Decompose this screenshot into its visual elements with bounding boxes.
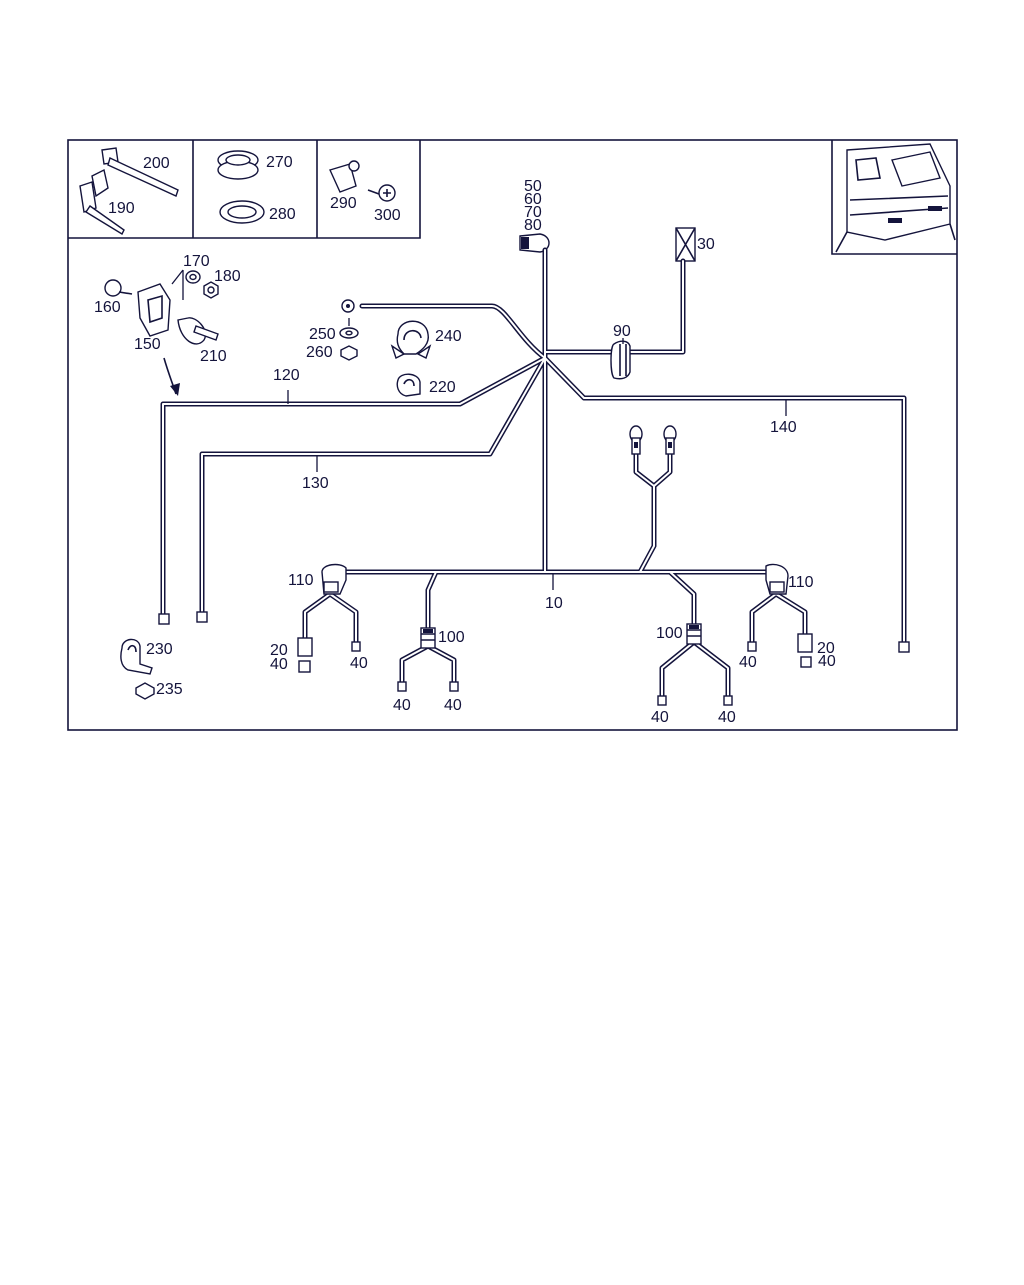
label-40-l2: 40	[444, 697, 462, 714]
label-40-r1: 40	[651, 709, 669, 726]
bulb-terminal-icon	[629, 425, 643, 455]
cable-strap-icon	[177, 317, 219, 345]
label-160: 160	[94, 299, 121, 316]
nut-icon	[340, 345, 358, 361]
label-40-left-a: 40	[270, 656, 288, 673]
label-20-right: 20	[817, 640, 835, 657]
label-50: 50	[524, 178, 542, 195]
label-250: 250	[309, 326, 336, 343]
washer-icon	[185, 270, 201, 284]
label-90: 90	[613, 323, 631, 340]
label-130: 130	[302, 475, 329, 492]
connector-icon	[686, 623, 702, 645]
label-80: 80	[524, 217, 542, 234]
connector-icon	[420, 627, 436, 649]
label-190: 190	[108, 200, 135, 217]
label-40-right-a: 40	[739, 654, 757, 671]
leader-lines	[171, 269, 787, 590]
label-140: 140	[770, 419, 797, 436]
clip-icon	[329, 160, 360, 193]
label-290: 290	[330, 195, 357, 212]
terminal-ends	[158, 611, 910, 706]
switch-icon	[675, 227, 696, 262]
hose-clamp-icon	[390, 320, 432, 359]
washer-icon	[339, 327, 359, 339]
label-120: 120	[273, 367, 300, 384]
bracket-icon	[120, 638, 153, 675]
screw-icon	[104, 279, 133, 297]
label-210: 210	[200, 348, 227, 365]
wire-harness	[160, 247, 907, 703]
holder-icon	[137, 283, 171, 337]
label-70: 70	[524, 204, 542, 221]
label-40-l1: 40	[393, 697, 411, 714]
label-60: 60	[524, 191, 542, 208]
grommet-icon	[217, 150, 259, 180]
label-150: 150	[134, 336, 161, 353]
label-280: 280	[269, 206, 296, 223]
label-240: 240	[435, 328, 462, 345]
label-10: 10	[545, 595, 563, 612]
lamp-holder-icon	[797, 633, 813, 668]
label-270: 270	[266, 154, 293, 171]
parts-inset-frame	[68, 140, 421, 239]
label-100-left: 100	[438, 629, 465, 646]
label-260: 260	[306, 344, 333, 361]
nut-icon	[135, 682, 155, 700]
label-100-right: 100	[656, 625, 683, 642]
label-110-right: 110	[788, 574, 814, 591]
nut-icon	[203, 281, 219, 299]
label-40-r2: 40	[718, 709, 736, 726]
part-labels: 200 190 270 280 290 300 50 60 70 80 30 1…	[94, 154, 836, 726]
grommet-ring-icon	[219, 200, 265, 224]
label-220: 220	[429, 379, 456, 396]
label-110-left: 110	[288, 572, 314, 589]
screw-icon	[367, 184, 396, 202]
cable-strap-icon	[79, 168, 125, 235]
diagram-frame	[67, 139, 958, 731]
vehicle-inset-frame	[831, 140, 957, 255]
cable-tie-icon	[101, 147, 179, 197]
label-20-left: 20	[270, 642, 288, 659]
label-40-left-b: 40	[350, 655, 368, 672]
grommet-icon	[610, 340, 631, 380]
wire-clip-icon	[396, 373, 421, 397]
label-200: 200	[143, 155, 170, 172]
ring-terminal-icon	[341, 299, 355, 313]
lamp-holder-icon	[297, 637, 313, 673]
label-30: 30	[697, 236, 715, 253]
connector-icon	[519, 233, 550, 253]
connector-icon	[765, 563, 789, 595]
bulb-terminal-icon	[663, 425, 677, 455]
arrow-head-icon	[170, 383, 180, 396]
label-180: 180	[214, 268, 241, 285]
label-40-right-b: 40	[818, 653, 836, 670]
vehicle-rear-icon	[835, 143, 956, 253]
connector-icon	[321, 563, 347, 595]
label-170: 170	[183, 253, 210, 270]
label-230: 230	[146, 641, 173, 658]
label-235: 235	[156, 681, 183, 698]
label-300: 300	[374, 207, 401, 224]
